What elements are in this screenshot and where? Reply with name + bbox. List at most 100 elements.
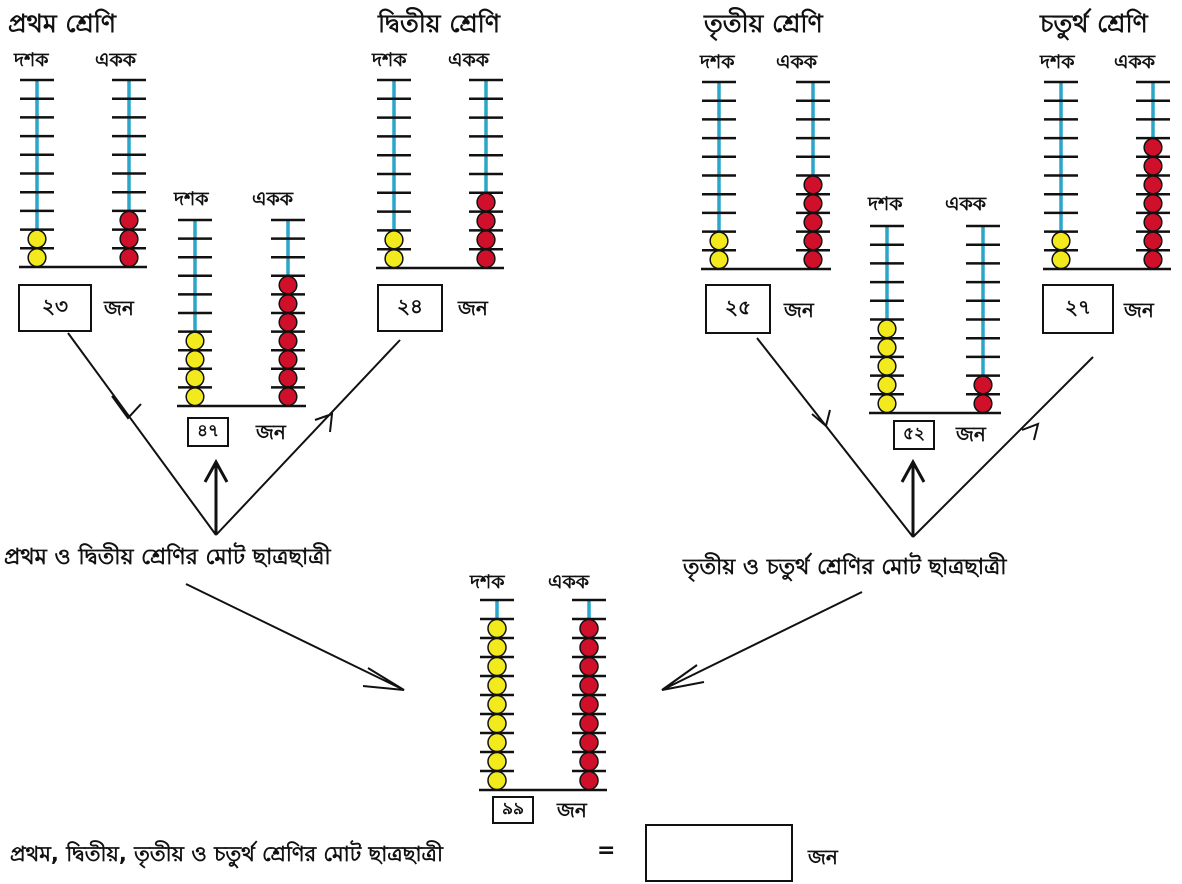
sum34-tens-bead	[877, 356, 897, 376]
grade1-ones-bead	[119, 248, 139, 268]
sum12-tens-bead	[185, 349, 205, 370]
arrow-grade4-to-sum34	[912, 356, 1094, 538]
grade4-ones-bead	[1143, 137, 1163, 158]
total-count-box: ৯৯	[492, 796, 534, 824]
grade3-unit-label: জন	[784, 298, 814, 322]
sum12-tens-header: দশক	[174, 188, 209, 210]
sum12-tens-bead	[185, 368, 205, 388]
grade4-tens-bead	[1051, 250, 1071, 270]
sum12-ones-bead	[278, 387, 298, 407]
sum34-tens-bead	[877, 337, 897, 358]
grade4-ones-bead	[1143, 175, 1163, 195]
total-unit-label: জন	[557, 798, 587, 822]
grade4-ones-bead	[1143, 212, 1163, 232]
grade1-abacus	[19, 78, 147, 269]
grade1-ones-header: একক	[95, 49, 137, 71]
sum34-ones-bead	[973, 375, 993, 395]
grade4-tens-header: দশক	[1040, 51, 1075, 73]
grade3-ones-bead	[803, 193, 823, 214]
arrow-grade2-to-sum12	[215, 339, 401, 536]
total-tens-bead	[487, 675, 507, 696]
grade2-ones-bead	[476, 192, 496, 212]
sum34-tens-bead	[877, 319, 897, 339]
sum12-abacus	[177, 218, 306, 408]
answer-box[interactable]	[645, 824, 793, 882]
grade1-ones-bead	[119, 210, 139, 230]
grade4-ones-bead	[1143, 193, 1163, 214]
grade3-ones-bead	[803, 231, 823, 251]
sum12-ones-header: একক	[252, 188, 294, 210]
grade1-tens-bead	[27, 229, 47, 249]
total-ones-bead	[579, 751, 599, 772]
sum12-ones-bead	[278, 275, 298, 295]
total-ones-bead	[579, 732, 599, 753]
sum34-ones-bead	[973, 394, 993, 414]
arrow-left-caption-to-total	[185, 583, 405, 691]
grade4-ones-bead	[1143, 156, 1163, 176]
total-tens-bead	[487, 732, 507, 753]
grade3-tens-header: দশক	[700, 51, 735, 73]
grade1-ones-bead	[119, 229, 139, 249]
sum12-ones-bead	[278, 368, 298, 388]
total-ones-bead	[579, 770, 599, 791]
caption-total-grade1-2: প্রথম ও দ্বিতীয় শ্রেণির মোট ছাত্রছাত্রী	[4, 545, 331, 570]
grade4-title: চতুর্থ শ্রেণি	[1040, 9, 1148, 38]
sum34-ones-header: একক	[945, 193, 987, 215]
total-ones-header: একক	[548, 571, 590, 593]
sum12-ones-bead	[278, 331, 298, 351]
arrow-grade3-to-sum34	[756, 337, 914, 538]
grade2-tens-bead	[384, 230, 404, 250]
grade4-ones-bead	[1143, 231, 1163, 251]
sum12-tens-bead	[185, 387, 205, 407]
total-tens-bead	[487, 713, 507, 734]
grade2-ones-header: একক	[448, 49, 490, 71]
abacus-layer	[19, 78, 1171, 792]
total-tens-bead	[487, 694, 507, 715]
grade2-ones-bead	[476, 248, 496, 269]
grade2-title: দ্বিতীয় শ্রেণি	[378, 9, 500, 38]
grade4-tens-bead	[1051, 231, 1071, 251]
grade3-abacus	[701, 80, 831, 271]
sum34-count-box: ৫২	[893, 420, 935, 450]
total-ones-bead	[579, 656, 599, 677]
total-ones-bead	[579, 675, 599, 696]
grade2-count-box: ২৪	[377, 284, 443, 332]
total-tens-bead	[487, 637, 507, 658]
equals-sign: =	[597, 838, 616, 863]
caption-total-grade3-4: তৃতীয় ও চতুর্থ শ্রেণির মোট ছাত্রছাত্রী	[683, 555, 1007, 580]
sum12-ones-bead	[278, 349, 298, 370]
grade2-ones-bead	[476, 211, 496, 231]
sum12-ones-bead	[278, 294, 298, 314]
total-tens-bead	[487, 770, 507, 791]
grade4-count-box: ২৭	[1042, 284, 1114, 334]
grade3-ones-bead	[803, 175, 823, 195]
grade1-tens-header: দশক	[14, 49, 49, 71]
answer-unit-label: জন	[808, 845, 838, 869]
sum12-tens-bead	[185, 331, 205, 351]
sum12-count-box: ৪৭	[187, 417, 229, 447]
total-abacus	[479, 598, 607, 792]
grade1-unit-label: জন	[104, 296, 134, 320]
total-tens-bead	[487, 618, 507, 639]
grade3-ones-bead	[803, 212, 823, 232]
grade4-ones-bead	[1143, 250, 1163, 270]
arrow-up-sum34	[900, 458, 926, 537]
arrow-grade1-to-sum12	[67, 332, 217, 536]
sum34-unit-label: জন	[956, 422, 986, 446]
total-ones-bead	[579, 618, 599, 639]
sum12-unit-label: জন	[256, 420, 286, 444]
grade2-ones-bead	[476, 230, 496, 250]
arrow-layer	[67, 332, 1094, 691]
question-total-all: প্রথম, দ্বিতীয়, তৃতীয় ও চতুর্থ শ্রেণির…	[10, 842, 443, 866]
grade2-unit-label: জন	[458, 296, 488, 320]
grade3-title: তৃতীয় শ্রেণি	[704, 9, 823, 38]
grade1-title: প্রথম শ্রেণি	[8, 9, 117, 38]
grade3-tens-bead	[709, 231, 729, 251]
total-tens-bead	[487, 656, 507, 677]
grade2-tens-header: দশক	[372, 49, 407, 71]
grade3-ones-header: একক	[776, 51, 818, 73]
total-ones-bead	[579, 713, 599, 734]
sum34-tens-header: দশক	[868, 193, 903, 215]
sum34-tens-bead	[877, 394, 897, 414]
